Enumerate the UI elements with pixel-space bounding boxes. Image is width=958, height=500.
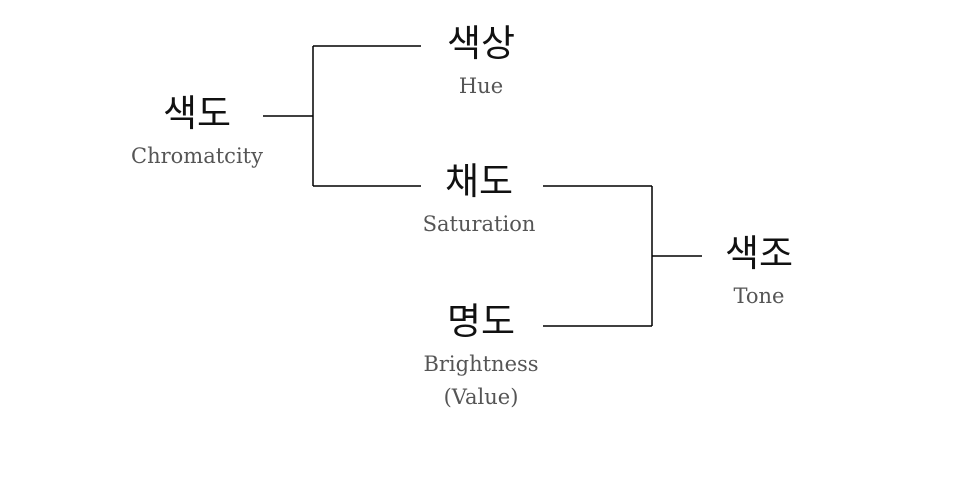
node-tone: 색조 Tone — [725, 232, 793, 313]
node-hue: 색상 Hue — [447, 22, 515, 103]
tone-english-label: Tone — [733, 284, 785, 308]
chromaticity-korean-label: 색도 — [162, 92, 232, 135]
tone-korean-label: 색조 — [724, 232, 794, 275]
chromaticity-english-label: Chromatcity — [131, 144, 263, 168]
brightness-english-sublabel: (Value) — [443, 385, 519, 409]
brightness-korean-label: 명도 — [446, 300, 516, 343]
brightness-english-label: Brightness — [423, 352, 539, 376]
saturation-korean-label: 채도 — [444, 160, 514, 203]
hue-english-label: Hue — [458, 74, 504, 98]
node-brightness: 명도 Brightness (Value) — [423, 300, 538, 414]
node-chromaticity: 색도 Chromatcity — [131, 92, 263, 173]
hue-korean-label: 색상 — [446, 22, 516, 65]
saturation-english-label: Saturation — [422, 212, 536, 236]
node-saturation: 채도 Saturation — [423, 160, 536, 241]
